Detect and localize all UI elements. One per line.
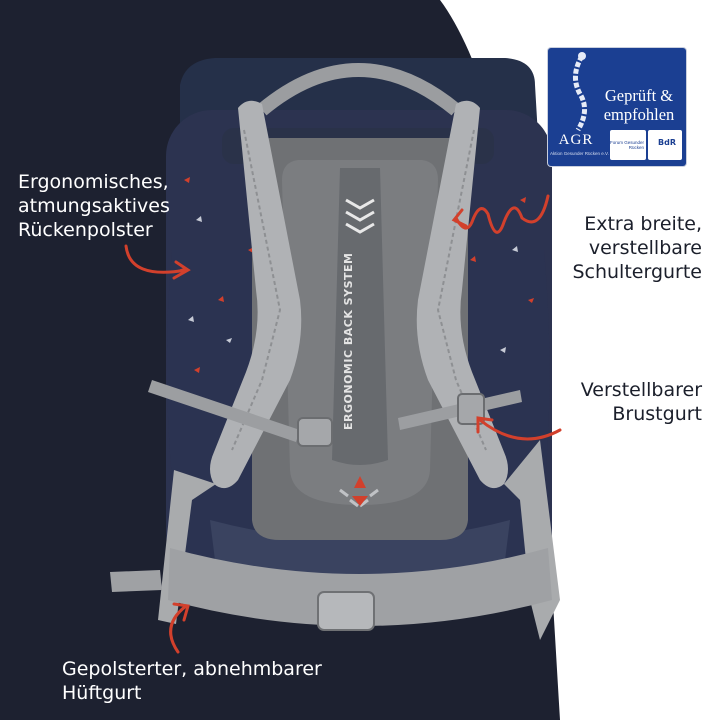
callout-back-padding-line2: atmungsaktives [18, 195, 170, 217]
forum-logo [610, 130, 646, 160]
forum-text: Forum Gesunder Rücken [610, 140, 645, 150]
callout-shoulder-straps-line2: verstellbare [588, 237, 702, 259]
hip-belt [110, 548, 552, 631]
arrow-chest-strap [478, 418, 562, 441]
callout-shoulder-straps: Extra breite, verstellbare Schultergurte [572, 212, 702, 284]
callout-chest-strap: Verstellbarer Brustgurt [581, 378, 702, 426]
callout-hip-belt-line2: Hüftgurt [62, 682, 142, 704]
callout-arrows [124, 194, 562, 654]
agr-logo-text: AGR [558, 132, 594, 148]
agr-certification-badge: Geprüft & empfohlen AGR Aktion Gesunder … [548, 48, 686, 166]
callout-hip-belt-line1: Gepolsterter, abnehmbarer [62, 658, 322, 680]
callout-hip-belt: Gepolsterter, abnehmbarer Hüftgurt [62, 657, 322, 705]
top-handle [257, 63, 461, 116]
callout-chest-strap-line2: Brustgurt [612, 403, 702, 425]
arrowhead-shoulder-straps [451, 208, 468, 228]
chest-strap [148, 380, 522, 447]
callout-back-padding: Ergonomisches, atmungsaktives Rückenpols… [18, 170, 170, 242]
agr-subtitle: Aktion Gesunder Rücken e.V. [550, 151, 609, 156]
bdr-logo [648, 130, 682, 160]
callout-shoulder-straps-line3: Schultergurte [572, 261, 702, 283]
callout-chest-strap-line1: Verstellbarer [580, 379, 702, 401]
arrowhead-chest-strap [476, 416, 494, 434]
arrow-hip-belt [169, 604, 188, 654]
bdr-text: BdR [658, 138, 676, 147]
arrowhead-back-padding [172, 260, 191, 280]
callout-back-padding-line3: Rückenpolster [18, 219, 153, 241]
spine-icon [573, 52, 587, 132]
callout-shoulder-straps-line1: Extra breite, [584, 213, 702, 235]
arrow-shoulder-straps [454, 194, 550, 234]
badge-title: Geprüft & empfohlen [592, 86, 686, 124]
badge-title-line1: Geprüft & [604, 86, 674, 105]
arrow-back-padding [124, 244, 188, 274]
arrowhead-hip-belt [172, 602, 190, 622]
back-system-text: ERGONOMIC BACK SYSTEM [342, 253, 355, 430]
badge-title-line2: empfohlen [603, 105, 675, 124]
callout-back-padding-line1: Ergonomisches, [18, 171, 169, 193]
